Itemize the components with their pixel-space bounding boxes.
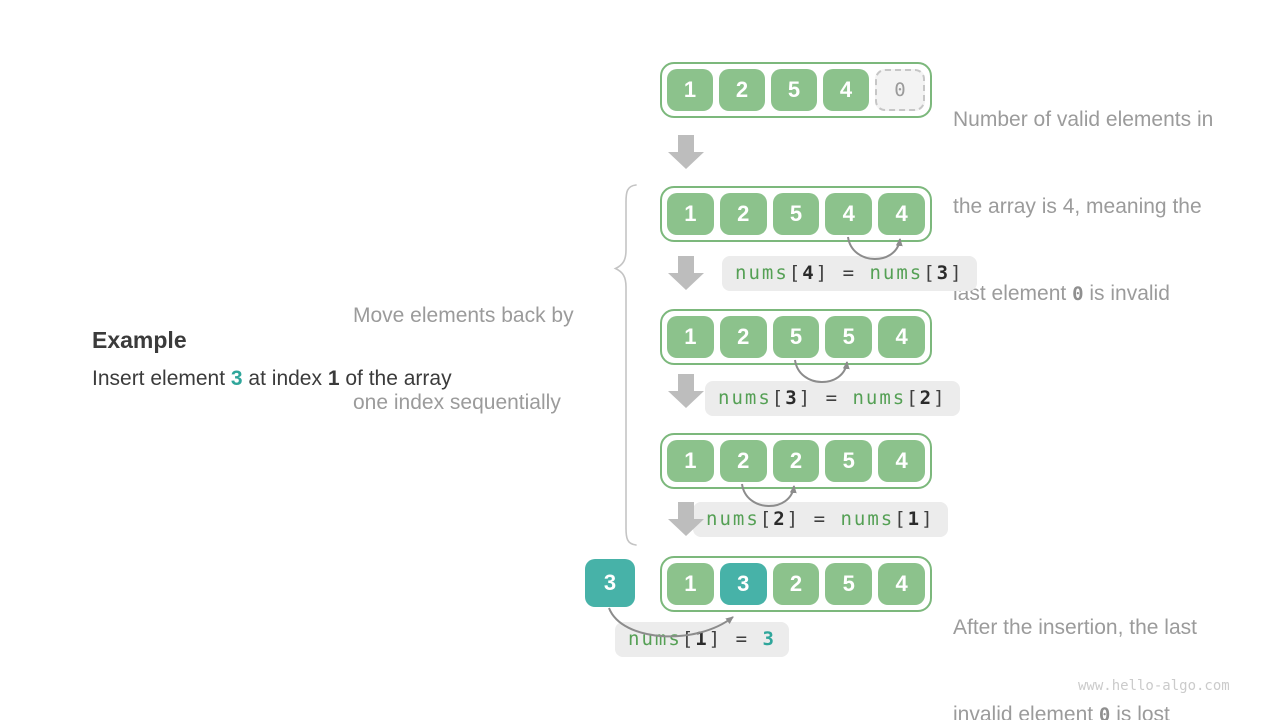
note-line: Number of valid elements in [953, 108, 1214, 131]
array-cell: 2 [719, 440, 767, 482]
array-cell: 2 [772, 440, 820, 482]
code-bracket: [ [788, 262, 803, 284]
array-cell: 5 [772, 316, 820, 358]
array-cell: 2 [719, 316, 767, 358]
code-bracket: [ [894, 508, 908, 530]
array-cell: 5 [772, 193, 820, 235]
note-line: the array is 4, meaning the [953, 195, 1202, 218]
note-invalid-element: Number of valid elements in the array is… [953, 47, 1213, 367]
desc-index-value: 1 [327, 367, 340, 390]
code-bracket: ] [786, 508, 801, 530]
code-index: 2 [773, 508, 787, 530]
array-cell: 5 [771, 69, 817, 111]
desc-insert-value: 3 [230, 367, 243, 390]
array-cell: 4 [878, 193, 925, 235]
array-cell: 2 [719, 193, 767, 235]
note-code-zero: 0 [1072, 283, 1084, 305]
code-index: 1 [907, 508, 922, 530]
code-index: 3 [785, 387, 799, 409]
code-bracket: [ [681, 628, 696, 650]
array-cell: 4 [878, 563, 925, 605]
array-cell: 2 [772, 563, 820, 605]
code-index: 1 [695, 628, 709, 650]
array-cell: 4 [878, 440, 925, 482]
note-text: is invalid [1083, 282, 1170, 305]
array-cell: 5 [825, 440, 873, 482]
array-cell: 4 [878, 316, 925, 358]
array-cell-invalid: 0 [875, 69, 925, 111]
inserted-element-box: 3 [585, 559, 635, 607]
down-arrow-icon [668, 256, 704, 290]
code-bracket: ] [815, 262, 830, 284]
array-cell-inserted: 3 [719, 563, 767, 605]
down-arrow-icon [668, 502, 704, 536]
array-row-step1: 1 2 5 4 4 [660, 186, 932, 242]
assign-label-2-1: nums[2] = nums[1] [693, 502, 948, 537]
note-move-elements: Move elements back by one index sequenti… [353, 243, 574, 475]
example-description: Insert element 3 at index 1 of the array [92, 367, 452, 391]
note-text: invalid element [953, 703, 1099, 720]
assign-label-3-2: nums[3] = nums[2] [705, 381, 960, 416]
note-after-insertion: After the insertion, the last invalid el… [953, 555, 1197, 720]
code-nums: nums [840, 508, 895, 530]
code-equals: = [812, 387, 853, 409]
assign-label-4-3: nums[4] = nums[3] [722, 256, 977, 291]
code-nums: nums [706, 508, 760, 530]
array-cell: 4 [823, 69, 869, 111]
code-value: 3 [762, 628, 776, 650]
code-index: 3 [936, 262, 951, 284]
code-nums: nums [628, 628, 682, 650]
code-bracket: ] [933, 387, 947, 409]
array-cell: 5 [825, 563, 873, 605]
code-nums: nums [852, 387, 907, 409]
array-row-step3: 1 2 2 5 4 [660, 433, 932, 489]
array-cell: 5 [825, 316, 873, 358]
array-cell: 4 [825, 193, 873, 235]
code-bracket: [ [759, 508, 774, 530]
desc-text-mid: at index [242, 367, 328, 390]
note-text: is lost [1110, 703, 1170, 720]
code-bracket: [ [771, 387, 786, 409]
down-arrow-icon [668, 135, 704, 169]
code-bracket: ] [798, 387, 813, 409]
array-cell: 1 [667, 69, 713, 111]
down-arrow-icon [668, 374, 704, 408]
code-bracket: ] [708, 628, 723, 650]
note-line: After the insertion, the last [953, 616, 1197, 639]
note-code-zero: 0 [1098, 704, 1111, 720]
array-cell: 1 [667, 563, 714, 605]
array-row-initial: 1 2 5 4 0 [660, 62, 932, 118]
array-cell: 1 [667, 440, 714, 482]
example-title: Example [92, 327, 187, 353]
code-bracket: [ [923, 262, 937, 284]
code-equals: = [800, 508, 841, 530]
code-bracket: [ [906, 387, 920, 409]
note-line: Move elements back by [353, 304, 574, 327]
code-bracket: ] [950, 262, 964, 284]
code-equals: = [722, 628, 763, 650]
note-line: invalid element 0 is lost [953, 700, 1197, 720]
note-line: one index sequentially [353, 391, 561, 414]
code-equals: = [829, 262, 870, 284]
code-nums: nums [869, 262, 924, 284]
code-nums: nums [735, 262, 789, 284]
array-cell: 1 [667, 316, 714, 358]
array-row-step2: 1 2 5 5 4 [660, 309, 932, 365]
code-index: 4 [802, 262, 816, 284]
code-index: 2 [919, 387, 934, 409]
array-row-final: 1 3 2 5 4 [660, 556, 932, 612]
array-cell: 2 [719, 69, 765, 111]
code-bracket: ] [921, 508, 935, 530]
assign-label-insert: nums[1] = 3 [615, 622, 789, 657]
array-cell: 1 [667, 193, 714, 235]
curly-brace [613, 184, 637, 546]
desc-text-pre: Insert element [92, 367, 231, 390]
watermark: www.hello-algo.com [1078, 678, 1230, 694]
note-line: last element 0 is invalid [953, 279, 1213, 309]
desc-text-post: of the array [339, 367, 452, 390]
code-nums: nums [718, 387, 772, 409]
